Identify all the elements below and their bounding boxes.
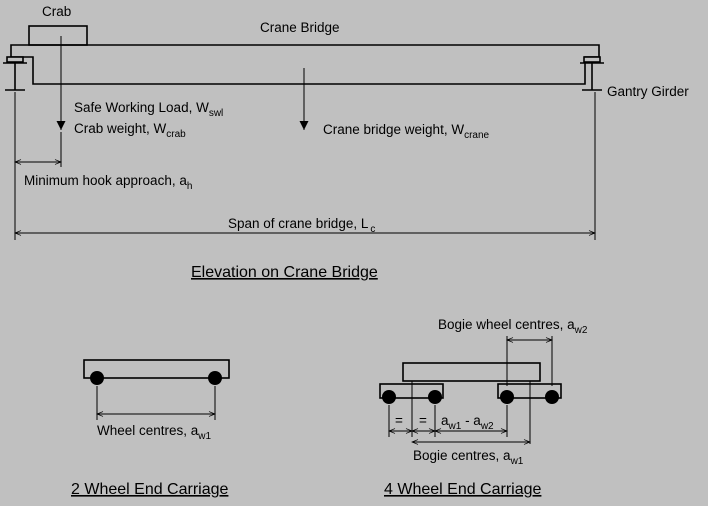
gantry-girder-right	[580, 56, 604, 91]
two-wheel-frame	[83, 359, 230, 379]
bogie-centres-label: Bogie centres, aw1	[413, 448, 524, 467]
left-bogie-wheel-1	[382, 390, 396, 404]
right-bogie-wheel-2	[545, 390, 559, 404]
eq-label-1: =	[395, 413, 403, 428]
bogie-wheel-centres-label: Bogie wheel centres, aw2	[438, 317, 588, 336]
right-bogie-wheel-1	[500, 390, 514, 404]
gantry-girder-left	[3, 56, 27, 91]
crab-weight-label: Crab weight, Wcrab	[74, 121, 186, 140]
crab-label: Crab	[42, 4, 71, 19]
crane-weight-label: Crane bridge weight, Wcrane	[323, 122, 490, 141]
two-wheel-right-wheel	[208, 371, 222, 385]
crane-bridge-beam	[10, 44, 600, 85]
eq-label-2: =	[419, 413, 427, 428]
hook-approach-label: Minimum hook approach, ah	[24, 173, 192, 192]
two-wheel-left-wheel	[90, 371, 104, 385]
diff-label: aw1 - aw2	[441, 413, 494, 432]
four-wheel-end-carriage: Bogie wheel centres, aw2 = = aw1 - aw2 B…	[379, 317, 588, 498]
left-bogie-wheel-2	[428, 390, 442, 404]
crab-box	[28, 25, 88, 46]
wheel-centres-label: Wheel centres, aw1	[97, 423, 212, 442]
crane-bridge-label: Crane Bridge	[260, 20, 340, 35]
two-wheel-title: 2 Wheel End Carriage	[71, 481, 229, 498]
elevation-title: Elevation on Crane Bridge	[191, 264, 378, 281]
crane-bridge-elevation: Crab Crane Bridge Gantry Girder Safe Wor…	[3, 4, 689, 281]
four-wheel-main-frame	[402, 362, 541, 382]
swl-label: Safe Working Load, Wswl	[74, 100, 223, 119]
gantry-girder-label: Gantry Girder	[607, 84, 689, 99]
two-wheel-end-carriage: Wheel centres, aw1 2 Wheel End Carriage	[71, 359, 230, 498]
four-wheel-title: 4 Wheel End Carriage	[384, 481, 542, 498]
